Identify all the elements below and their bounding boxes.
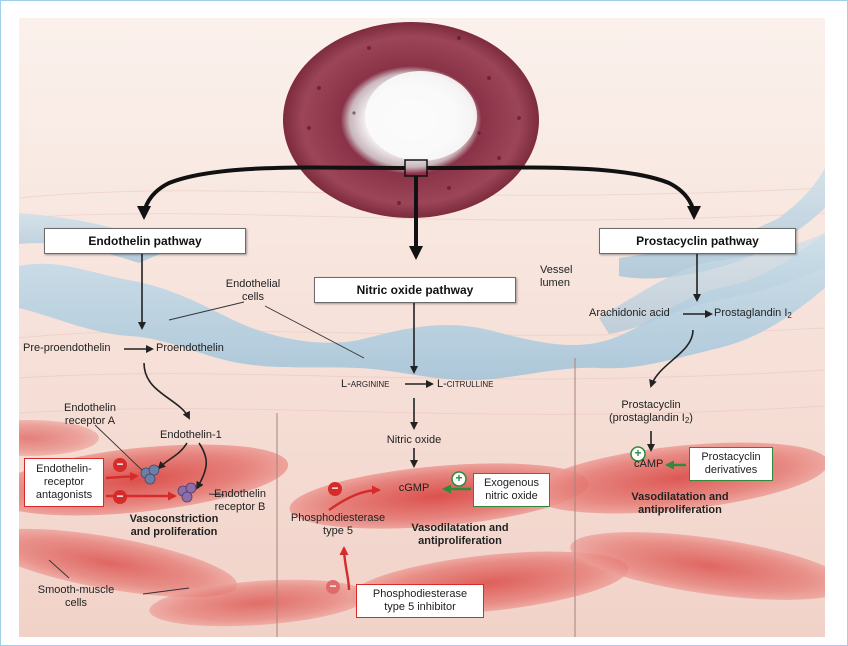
no-vasodilatation-effect: Vasodilatation and antiproliferation xyxy=(411,522,509,547)
minus-sign-era-b: − xyxy=(116,489,124,503)
endothelin-receptor-a-label: Endothelin receptor A xyxy=(64,402,116,427)
endothelin-receptor-antagonists-box: Endothelin- receptor antagonists xyxy=(24,458,104,507)
step-arrows xyxy=(124,249,713,490)
vessel-lumen-label: Vessel lumen xyxy=(540,264,573,289)
endothelin-pathway-title: Endothelin pathway xyxy=(88,234,202,248)
camp-label: cAMP xyxy=(634,458,664,470)
prostacyclin-vasodilatation-effect: Vasodilatation and antiproliferation xyxy=(631,491,729,516)
nitric-oxide-pathway-box: Nitric oxide pathway xyxy=(314,277,516,303)
prostacyclin-derivatives-box: Prostacyclin derivatives xyxy=(689,447,773,481)
l-citrulline-label: L-citrulline xyxy=(437,378,494,390)
proendothelin-label: Proendothelin xyxy=(156,342,224,354)
stimulation-arrows xyxy=(442,460,686,494)
endothelin-pathway-box: Endothelin pathway xyxy=(44,228,246,254)
endothelin-receptor-b-label: Endothelin receptor B xyxy=(214,488,266,513)
nitric-oxide-label: Nitric oxide xyxy=(386,434,442,446)
pde5-inhibitor-box: Phosphodiesterase type 5 inhibitor xyxy=(356,584,484,618)
prostacyclin-pathway-box: Prostacyclin pathway xyxy=(599,228,796,254)
pre-proendothelin-label: Pre-proendothelin xyxy=(23,342,111,354)
arachidonic-acid-label: Arachidonic acid xyxy=(589,307,670,319)
vessel-cross-section xyxy=(283,22,539,218)
pathway-diagram: − − − − + + Endothelin pathway Nitric ox… xyxy=(19,18,825,637)
leader-lines xyxy=(48,301,365,595)
minus-sign-pde5i: − xyxy=(329,579,337,593)
prostacyclin-pathway-title: Prostacyclin pathway xyxy=(636,234,759,248)
receptors xyxy=(140,464,197,503)
endothelial-cells-label: Endothelial cells xyxy=(225,278,281,303)
minus-sign-era-a: − xyxy=(116,457,124,471)
receptor-b xyxy=(177,482,197,503)
endothelin-1-label: Endothelin-1 xyxy=(160,429,222,441)
cgmp-label: cGMP xyxy=(398,482,430,494)
prostacyclin-label: Prostacyclin (prostaglandin I2) xyxy=(609,399,693,425)
exogenous-nitric-oxide-box: Exogenous nitric oxide xyxy=(473,473,550,507)
diagram-artwork xyxy=(19,18,825,637)
minus-sign-pde5: − xyxy=(331,481,339,495)
sign-circles xyxy=(113,446,646,594)
smooth-muscle-cells-label: Smooth-muscle cells xyxy=(37,584,115,609)
pathway-arrows xyxy=(137,165,701,260)
l-arginine-label: L-arginine xyxy=(341,378,390,390)
plus-sign-exogenous-no: + xyxy=(455,471,463,485)
receptor-a xyxy=(140,464,160,485)
nitric-oxide-pathway-title: Nitric oxide pathway xyxy=(356,283,474,297)
prostaglandin-i2-label: Prostaglandin I2 xyxy=(714,307,792,320)
vasoconstriction-effect: Vasoconstriction and proliferation xyxy=(129,513,219,538)
plus-sign-prostacyclin-derivatives: + xyxy=(634,446,642,460)
pde5-label: Phosphodiesterase type 5 xyxy=(290,512,386,537)
